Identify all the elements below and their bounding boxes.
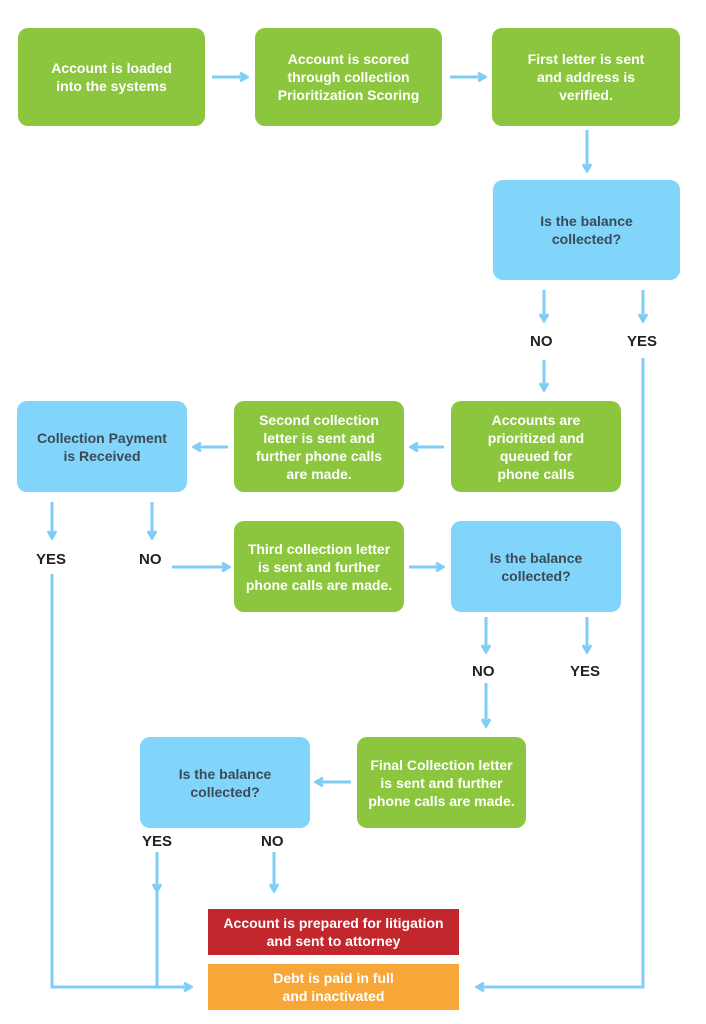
decision-balance-collected-2: Is the balance collected? bbox=[451, 521, 621, 612]
node-accounts-prioritized: Accounts are prioritized and queued for … bbox=[451, 401, 621, 492]
label-decision3-no: NO bbox=[261, 833, 284, 850]
label-decision2-yes: YES bbox=[570, 663, 601, 680]
label-payment-yes: YES bbox=[36, 551, 67, 568]
label-decision1-yes: YES bbox=[627, 333, 658, 350]
node-account-scored: Account is scored through collection Pri… bbox=[255, 28, 442, 126]
node-first-letter: First letter is sent and address is veri… bbox=[492, 28, 680, 126]
arrow-yes-to-paid-right bbox=[478, 358, 645, 987]
node-account-loaded: Account is loaded into the systems bbox=[18, 28, 205, 126]
node-second-letter: Second collection letter is sent and fur… bbox=[234, 401, 404, 492]
node-final-letter: Final Collection letter is sent and furt… bbox=[357, 737, 526, 828]
label-decision2-no: NO bbox=[472, 663, 495, 680]
node-third-letter: Third collection letter is sent and furt… bbox=[234, 521, 404, 612]
node-debt-paid: Debt is paid in full and inactivated bbox=[208, 964, 459, 1010]
label-decision3-yes: YES bbox=[142, 833, 173, 850]
decision-balance-collected-3: Is the balance collected? bbox=[140, 737, 310, 828]
node-litigation: Account is prepared for litigation and s… bbox=[208, 909, 459, 955]
decision-balance-collected-1: Is the balance collected? bbox=[493, 180, 680, 280]
label-decision1-no: NO bbox=[530, 333, 553, 350]
label-payment-no: NO bbox=[139, 551, 162, 568]
node-collection-payment-received: Collection Payment is Received bbox=[17, 401, 187, 492]
arrow-yes-to-paid-left bbox=[50, 574, 190, 987]
